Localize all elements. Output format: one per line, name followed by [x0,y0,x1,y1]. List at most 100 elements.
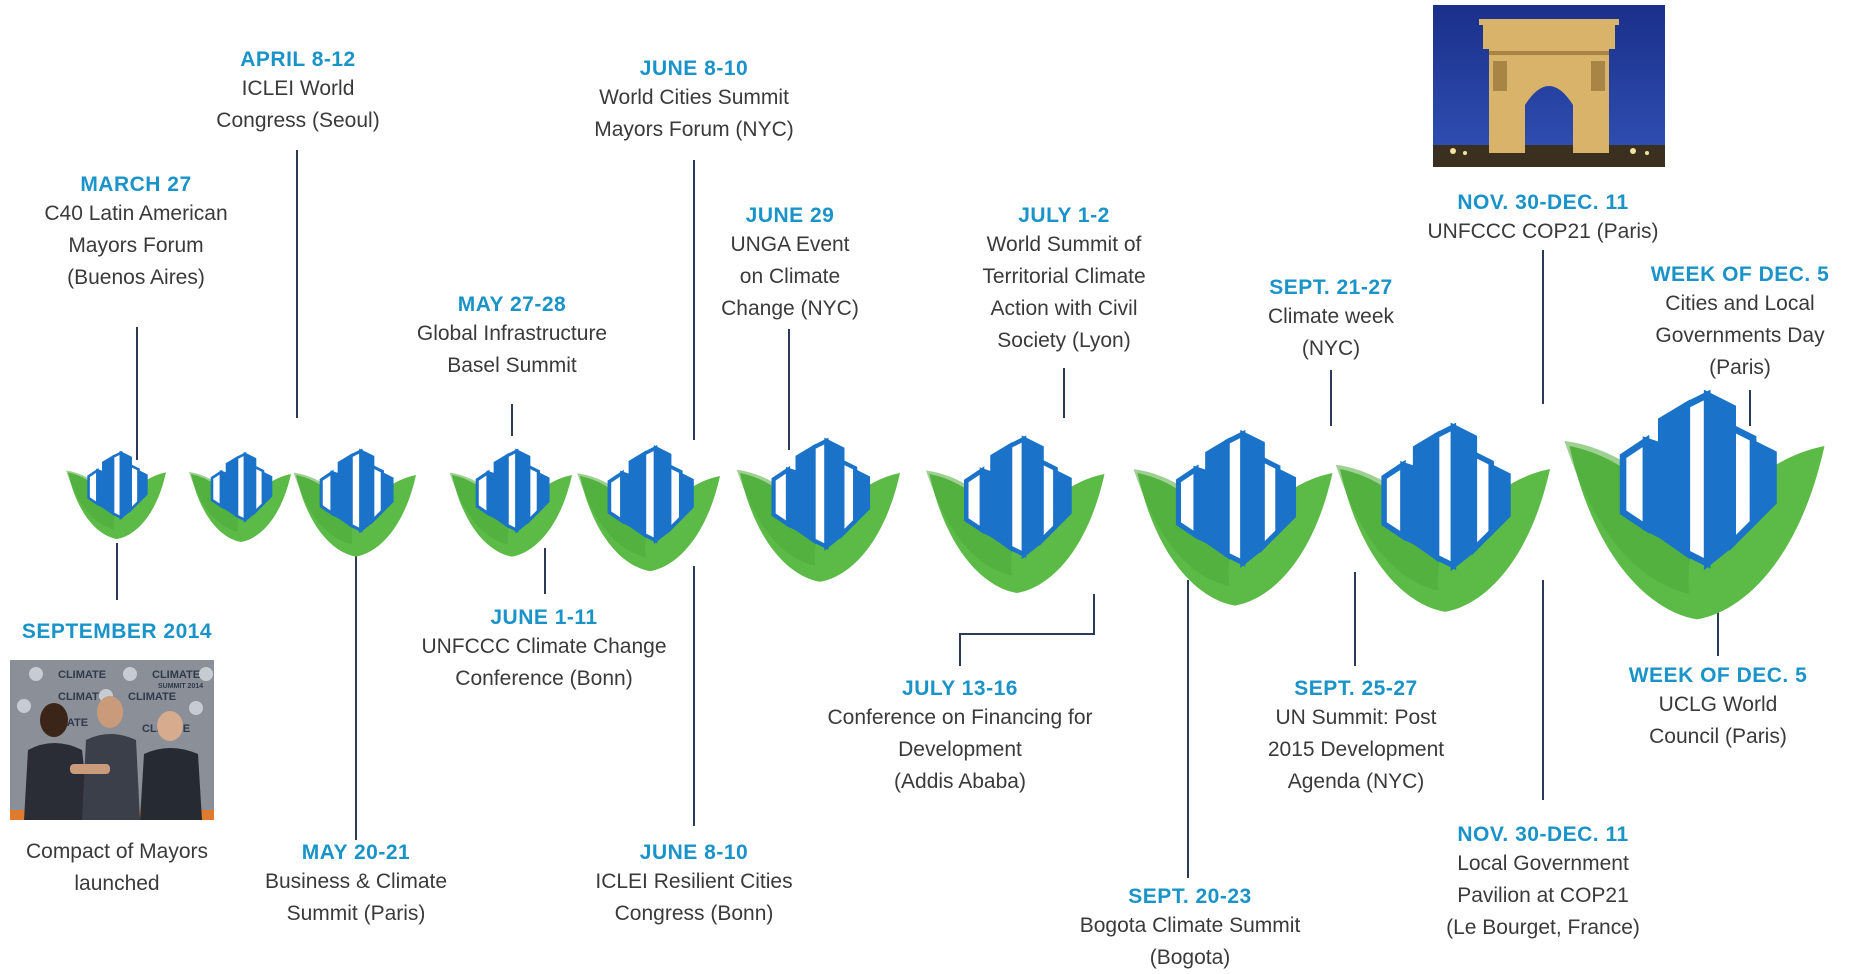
city-logo-8 [1134,434,1333,606]
event-desc-line: (Buenos Aires) [67,266,205,289]
event-desc-line: Cities and Local [1665,292,1815,315]
event-sep25: SEPT. 25-27 UN Summit: Post 2015 Develop… [1216,676,1496,798]
event-date: MAY 20-21 [301,841,411,864]
event-desc-line: Change (NYC) [721,297,859,320]
arc-de-triomphe-icon [1433,5,1665,167]
event-desc-line: (Paris) [1709,356,1771,379]
event-date: SEPT. 20-23 [1128,885,1252,908]
event-date: JUNE 1-11 [490,606,598,629]
event-desc-line: World Summit of [986,233,1142,256]
event-desc-line: Summit (Paris) [286,902,426,925]
event-desc-line: Pavilion at COP21 [1457,884,1629,907]
event-date: WEEK OF DEC. 5 [1650,263,1830,286]
svg-text:SUMMIT 2014: SUMMIT 2014 [158,683,203,690]
event-nov30a: NOV. 30-DEC. 11 UNFCCC COP21 (Paris) [1393,190,1693,248]
event-desc-line: Development [898,738,1022,761]
event-date: SEPT. 25-27 [1294,677,1418,700]
event-desc-line: Global Infrastructure [416,322,608,345]
event-desc-line: UCLG World [1658,693,1778,716]
event-date: SEPTEMBER 2014 [21,620,213,643]
event-desc-line: C40 Latin American [44,202,228,225]
event-desc-line: Congress (Seoul) [216,109,380,132]
event-desc-line: 2015 Development [1267,738,1445,761]
event-may27: MAY 27-28 Global Infrastructure Basel Su… [362,292,662,382]
event-desc-line: Bogota Climate Summit [1079,914,1301,937]
event-desc-line: on Climate [739,265,841,288]
event-desc-line: Council (Paris) [1649,725,1787,748]
paris-photo [1433,5,1665,167]
event-desc-line: Conference on Financing for [827,706,1093,729]
event-desc-line: Agenda (NYC) [1287,770,1425,793]
event-desc-line: UNFCCC Climate Change [421,635,667,658]
city-logo-1 [64,451,168,541]
event-date: SEPT. 21-27 [1269,276,1393,299]
event-desc-line: UNGA Event [730,233,850,256]
svg-text:CLIMATE: CLIMATE [152,669,200,681]
event-date: JUNE 8-10 [639,57,749,80]
city-logo-9 [1336,427,1550,612]
svg-text:CLIMATE: CLIMATE [128,691,176,703]
event-desc-line: Governments Day [1655,324,1825,347]
event-jun8b: JUNE 8-10 ICLEI Resilient Cities Congres… [544,840,844,930]
event-desc-line: Society (Lyon) [997,329,1131,352]
event-date: JULY 1-2 [1018,204,1110,227]
event-apr8: APRIL 8-12 ICLEI World Congress (Seoul) [158,47,438,137]
event-desc-line: (Bogota) [1149,946,1231,969]
event-date: MAY 27-28 [457,293,567,316]
event-desc-line: Action with Civil [990,297,1138,320]
photo-caption: Compact of Mayors launched [25,840,209,895]
event-date: JUNE 29 [745,204,835,227]
event-date: APRIL 8-12 [240,48,356,71]
event-jun1: JUNE 1-11 UNFCCC Climate Change Conferen… [384,605,704,695]
event-desc-line: (Addis Ababa) [894,770,1026,793]
city-logo-5 [575,446,722,574]
event-desc-line: ICLEI Resilient Cities [595,870,793,893]
city-logo-10 [1564,395,1824,619]
svg-text:CLIMATE: CLIMATE [58,691,106,703]
event-dec5a: WEEK OF DEC. 5 Cities and Local Governme… [1622,262,1858,384]
event-desc-line: Basel Summit [447,354,577,377]
event-desc-line: Climate week [1267,305,1395,328]
event-desc-line: Mayors Forum (NYC) [594,118,794,141]
event-desc-line: World Cities Summit [599,86,789,109]
event-jul1: JULY 1-2 World Summit of Territorial Cli… [924,203,1204,357]
city-logo-6 [737,441,900,582]
event-desc-line: (NYC) [1301,337,1361,360]
event-sep2014: SEPTEMBER 2014 [0,619,234,645]
event-desc-line: Congress (Bonn) [614,902,774,925]
event-jul13: JULY 13-16 Conference on Financing for D… [790,676,1130,798]
event-date: JULY 13-16 [902,677,1018,700]
event-may20: MAY 20-21 Business & Climate Summit (Par… [216,840,496,930]
event-desc-line: Territorial Climate [982,265,1146,288]
event-date: NOV. 30-DEC. 11 [1457,191,1629,214]
event-desc-line: Business & Climate [264,870,448,893]
event-sep21: SEPT. 21-27 Climate week (NYC) [1211,275,1451,365]
connector-jul13 [959,594,1095,666]
summit-photo: CLIMATE CLIMATE CLIMATE CLIMATE CLIMATE … [10,660,214,820]
event-desc-line: Conference (Bonn) [455,667,633,690]
city-logo-7 [926,439,1105,593]
event-desc-line: UNFCCC COP21 (Paris) [1427,220,1659,243]
event-desc-line: Mayors Forum [68,234,204,257]
event-sep2014-caption: Compact of Mayors launched [0,836,234,900]
event-desc-line: (Le Bourget, France) [1446,916,1640,939]
event-date: MARCH 27 [80,173,192,196]
event-date: NOV. 30-DEC. 11 [1457,823,1629,846]
city-logo-4 [448,449,574,559]
event-jun8a: JUNE 8-10 World Cities Summit Mayors For… [544,56,844,146]
event-date: WEEK OF DEC. 5 [1628,664,1808,687]
event-dec5b: WEEK OF DEC. 5 UCLG World Council (Paris… [1600,663,1836,753]
event-desc-line: UN Summit: Post [1275,706,1437,729]
event-mar27: MARCH 27 C40 Latin American Mayors Forum… [0,172,272,294]
event-desc-line: Local Government [1457,852,1629,875]
city-logo-2 [187,452,293,544]
svg-text:CLIMATE: CLIMATE [58,669,106,681]
event-jun29: JUNE 29 UNGA Event on Climate Change (NY… [680,203,900,325]
event-nov30b: NOV. 30-DEC. 11 Local Government Pavilio… [1393,822,1693,944]
event-date: JUNE 8-10 [639,841,749,864]
event-sep20: SEPT. 20-23 Bogota Climate Summit (Bogot… [1040,884,1340,974]
city-logo-3 [292,449,418,559]
event-desc-line: ICLEI World [241,77,355,100]
